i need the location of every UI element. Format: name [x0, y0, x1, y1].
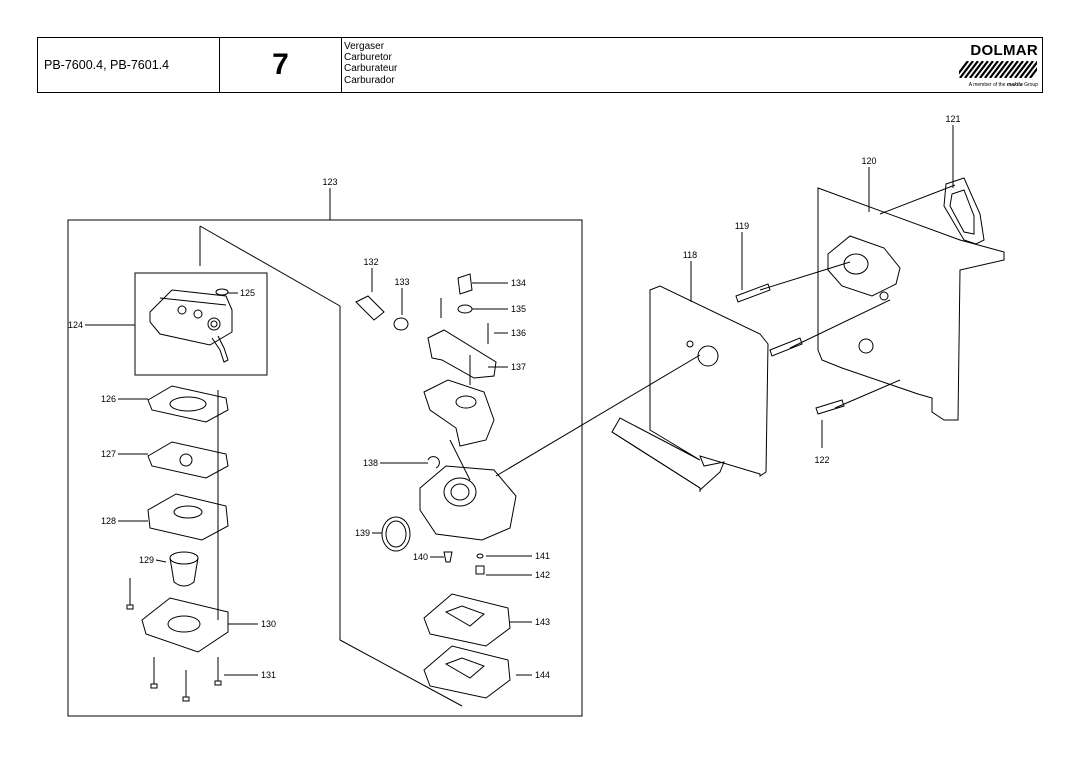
throttle-assembly [423, 379, 495, 447]
label-125: 125 [240, 288, 255, 298]
bolt-120b [769, 337, 803, 357]
label-140: 140 [413, 552, 428, 562]
label-137: 137 [511, 362, 526, 372]
bolt-119 [735, 283, 771, 303]
label-121: 121 [945, 114, 960, 124]
title-en: Carburetor [344, 52, 392, 64]
title-es: Carburador [344, 74, 395, 86]
title-de: Vergaser [344, 41, 385, 52]
carburetor-body [149, 289, 233, 346]
screw-131-a [126, 578, 134, 610]
label-122: 122 [814, 455, 829, 465]
carburetor-assembly-box [67, 219, 583, 717]
screw-131-b [150, 657, 158, 689]
label-136: 136 [511, 328, 526, 338]
label-130: 130 [261, 619, 276, 629]
bolt-122 [815, 399, 845, 415]
label-129: 129 [139, 555, 154, 565]
label-139: 139 [355, 528, 370, 538]
label-133: 133 [394, 277, 409, 287]
page-number: 7 [220, 38, 342, 92]
pump-body-128 [147, 493, 229, 541]
label-128: 128 [101, 516, 116, 526]
bushing-133 [393, 317, 409, 331]
brand-name: DOLMAR [970, 42, 1038, 59]
diaphragm-127 [147, 441, 229, 479]
label-123: 123 [322, 177, 337, 187]
model-numbers: PB-7600.4, PB-7601.4 [38, 38, 220, 92]
gasket-126 [147, 385, 229, 423]
heat-shield-118 [611, 285, 769, 492]
adjusting-screw-132 [355, 295, 385, 321]
brand-tagline: A member of the makita Group [968, 82, 1038, 88]
filter-129 [169, 557, 199, 587]
screw-134 [457, 273, 473, 295]
intake-manifold [827, 235, 901, 297]
label-141: 141 [535, 551, 550, 561]
gasket-144 [423, 645, 511, 699]
label-118: 118 [683, 250, 697, 260]
screw-131-c [182, 670, 190, 702]
o-ring-139 [381, 516, 411, 552]
label-120: 120 [861, 156, 876, 166]
diagonal-stripes-logo-icon [959, 61, 1037, 78]
washer-135 [457, 304, 473, 314]
label-144: 144 [535, 670, 550, 680]
label-124: 124 [68, 320, 83, 330]
cover-130 [141, 597, 229, 653]
plug-140 [443, 551, 453, 563]
carburetor-subassembly-box [134, 272, 268, 376]
label-142: 142 [535, 570, 550, 580]
title-block: PB-7600.4, PB-7601.4 7 Vergaser Carburet… [37, 37, 1043, 93]
label-131: 131 [261, 670, 276, 680]
carburetor-main-body [419, 465, 517, 541]
label-132: 132 [363, 257, 378, 267]
section-titles: Vergaser Carburetor Carburateur Carburad… [342, 38, 1042, 92]
label-127: 127 [101, 449, 116, 459]
intake-plate-120 [817, 187, 1005, 421]
gasket-143 [423, 593, 511, 647]
needle-142 [475, 565, 485, 575]
lever-137 [427, 329, 497, 379]
gasket-121 [943, 177, 985, 245]
title-fr: Carburateur [344, 63, 398, 75]
screw-131-d [214, 657, 222, 686]
label-134: 134 [511, 278, 526, 288]
label-135: 135 [511, 304, 526, 314]
label-119: 119 [735, 221, 749, 231]
clip-138 [427, 456, 440, 469]
label-143: 143 [535, 617, 550, 627]
label-126: 126 [101, 394, 116, 404]
o-ring-141 [476, 553, 484, 559]
dolmar-logo: DOLMAR A member of the makita Group [958, 42, 1038, 90]
label-138: 138 [363, 458, 378, 468]
